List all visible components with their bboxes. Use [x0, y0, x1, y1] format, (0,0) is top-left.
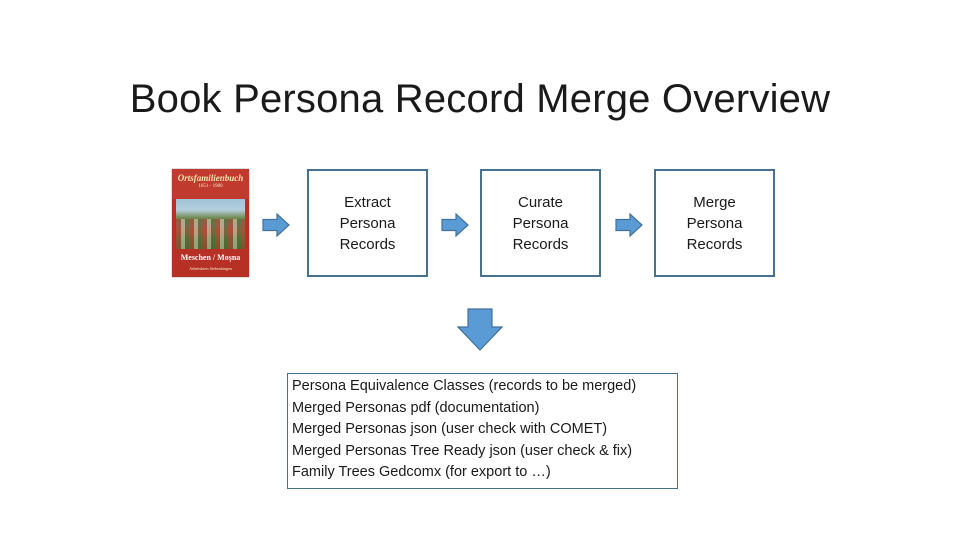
output-equivalence-classes: Persona Equivalence Classes (records to …: [292, 378, 637, 394]
step-label-merge: Merge Persona Records: [686, 193, 743, 253]
step-label-curate: Curate Persona Records: [512, 193, 569, 253]
outputs-list: Persona Equivalence Classes (records to …: [292, 376, 682, 484]
output-merged-personas-pdf: Merged Personas pdf (documentation): [292, 399, 540, 416]
output-merged-personas-json: Merged Personas json (user check with CO…: [292, 421, 608, 438]
book-cover-subtitle: 1651 - 1900: [198, 184, 223, 189]
book-cover-heading: Ortsfamilienbuch: [177, 173, 244, 183]
right-arrow-icon: [262, 213, 290, 237]
step-box-merge: Merge Persona Records: [654, 169, 775, 277]
book-cover-place: Meschen / Moșna: [180, 253, 241, 262]
right-arrow-icon: [441, 213, 469, 237]
step-label-extract: Extract Persona Records: [339, 193, 396, 253]
right-arrow-icon: [615, 213, 643, 237]
output-family-trees-gedcomx: Family Trees Gedcomx (for export to …): [292, 464, 551, 481]
book-cover-image: Ortsfamilienbuch 1651 - 1900 Meschen / M…: [172, 169, 249, 277]
step-box-extract: Extract Persona Records: [307, 169, 428, 277]
step-box-curate: Curate Persona Records: [480, 169, 601, 277]
book-cover-band: [172, 169, 249, 199]
down-arrow-icon: [457, 308, 503, 351]
book-cover-publisher: Arbeitskreis Siebenbürgen: [189, 266, 232, 271]
book-cover-photo-roofs: [176, 219, 245, 249]
page-title: Book Persona Record Merge Overview: [129, 76, 831, 121]
output-tree-ready-json: Merged Personas Tree Ready json (user ch…: [292, 442, 633, 459]
outputs-box: [287, 373, 678, 489]
